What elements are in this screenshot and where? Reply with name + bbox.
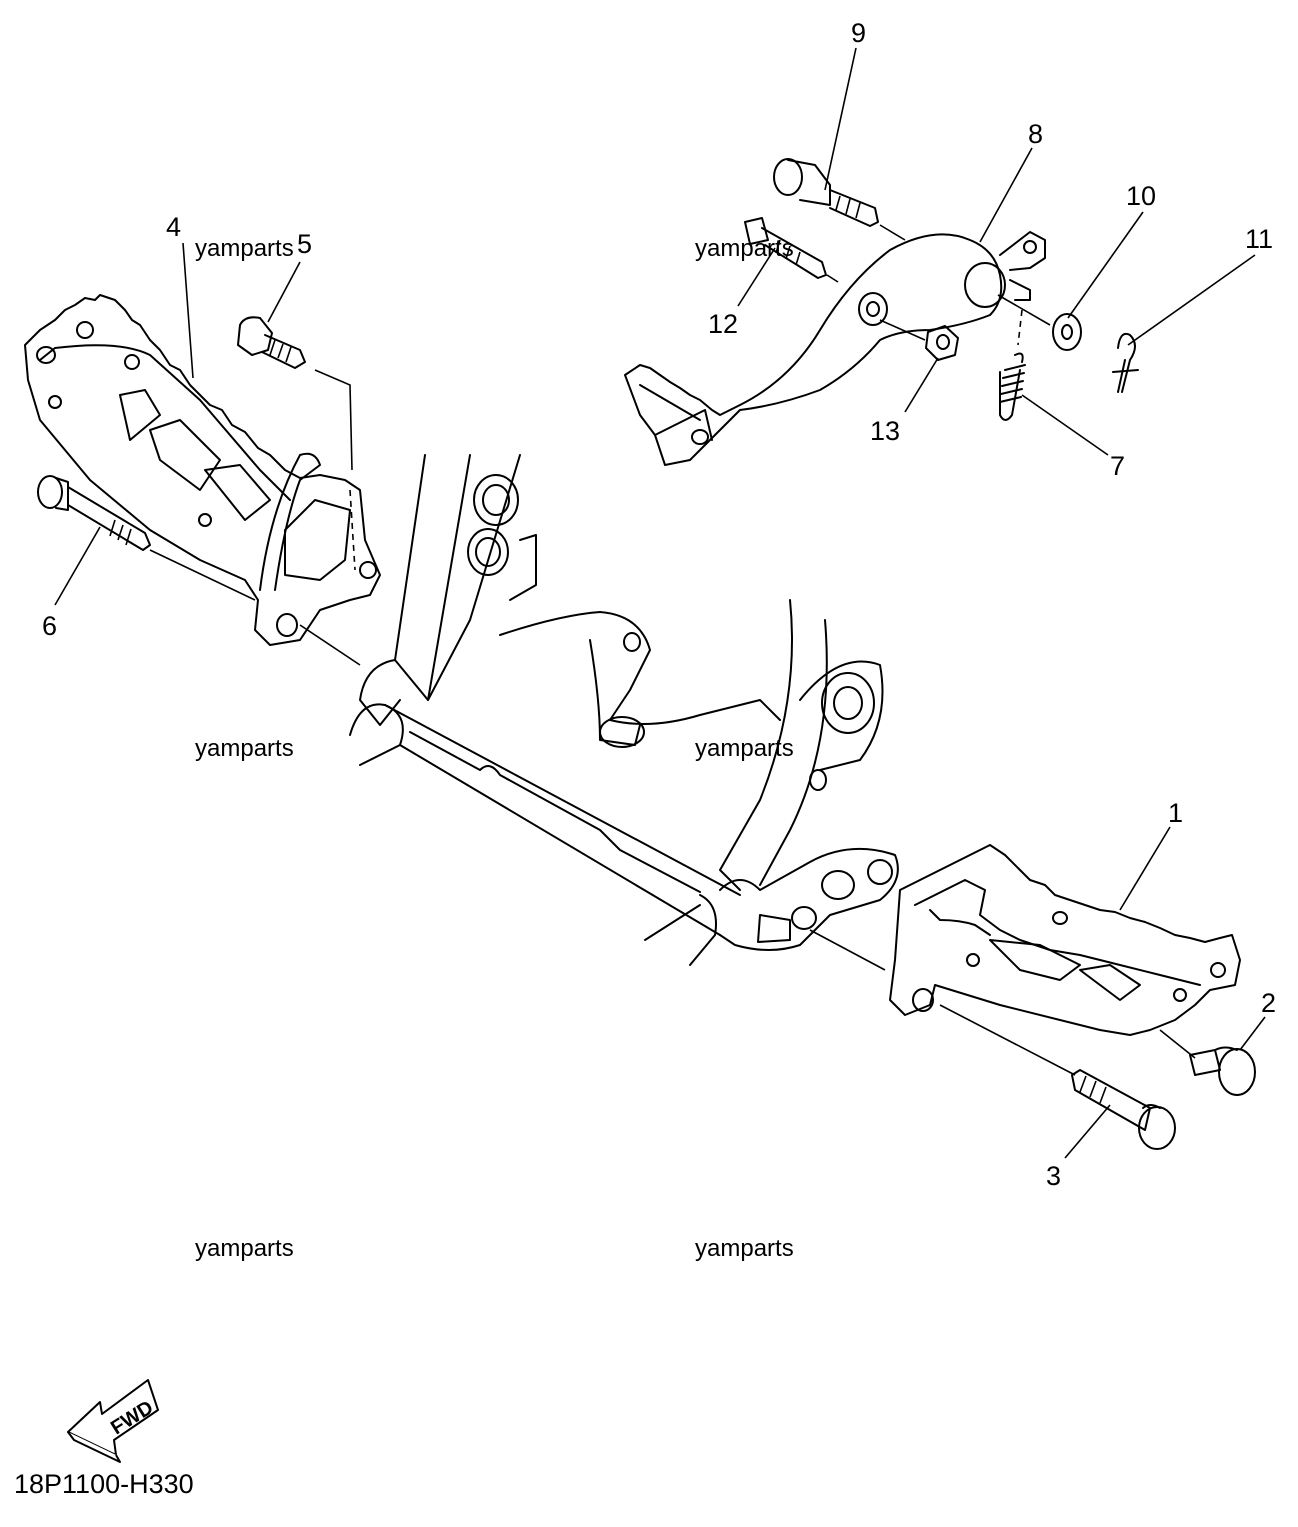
leader-lines [54,47,1266,1159]
brake-pedal-drawing [624,231,1046,466]
bolt-3-drawing [1071,1069,1176,1150]
nut-13-drawing [925,325,959,361]
frame-drawing [349,454,899,966]
watermark: yamparts [195,735,294,762]
watermark: yamparts [195,1235,294,1262]
callout-5: 5 [297,229,312,259]
bolt-5-drawing [237,316,306,369]
callout-11: 11 [1245,224,1273,254]
watermark: yamparts [195,235,294,262]
callout-12: 12 [708,309,738,339]
bolt-6-drawing [37,475,151,551]
fwd-arrow-icon: FWD [67,1379,159,1463]
spring-7-drawing [999,352,1026,421]
bolt-12-drawing [744,217,827,279]
callout-8: 8 [1028,119,1043,149]
callout-3: 3 [1046,1161,1061,1191]
callout-9: 9 [851,18,866,48]
assembly-lines [149,224,1196,1076]
right-footrest-drawing [889,844,1241,1036]
callout-2: 2 [1261,988,1276,1018]
callout-7: 7 [1110,451,1125,481]
pivot-bolt-9-drawing [773,158,879,227]
watermark: yamparts [695,235,794,262]
callout-1: 1 [1168,798,1183,828]
bolt-2-drawing [1189,1046,1256,1096]
watermark: yamparts [695,735,794,762]
watermark: yamparts [695,1235,794,1262]
washer-10-drawing [1052,313,1082,351]
callout-4: 4 [166,212,181,242]
diagram-code: 18P1100-H330 [14,1469,194,1499]
callout-10: 10 [1126,181,1156,211]
callout-13: 13 [870,416,900,446]
callout-6: 6 [42,611,57,641]
left-footrest-drawing [24,294,381,646]
cotter-pin-11-drawing [1112,332,1139,393]
